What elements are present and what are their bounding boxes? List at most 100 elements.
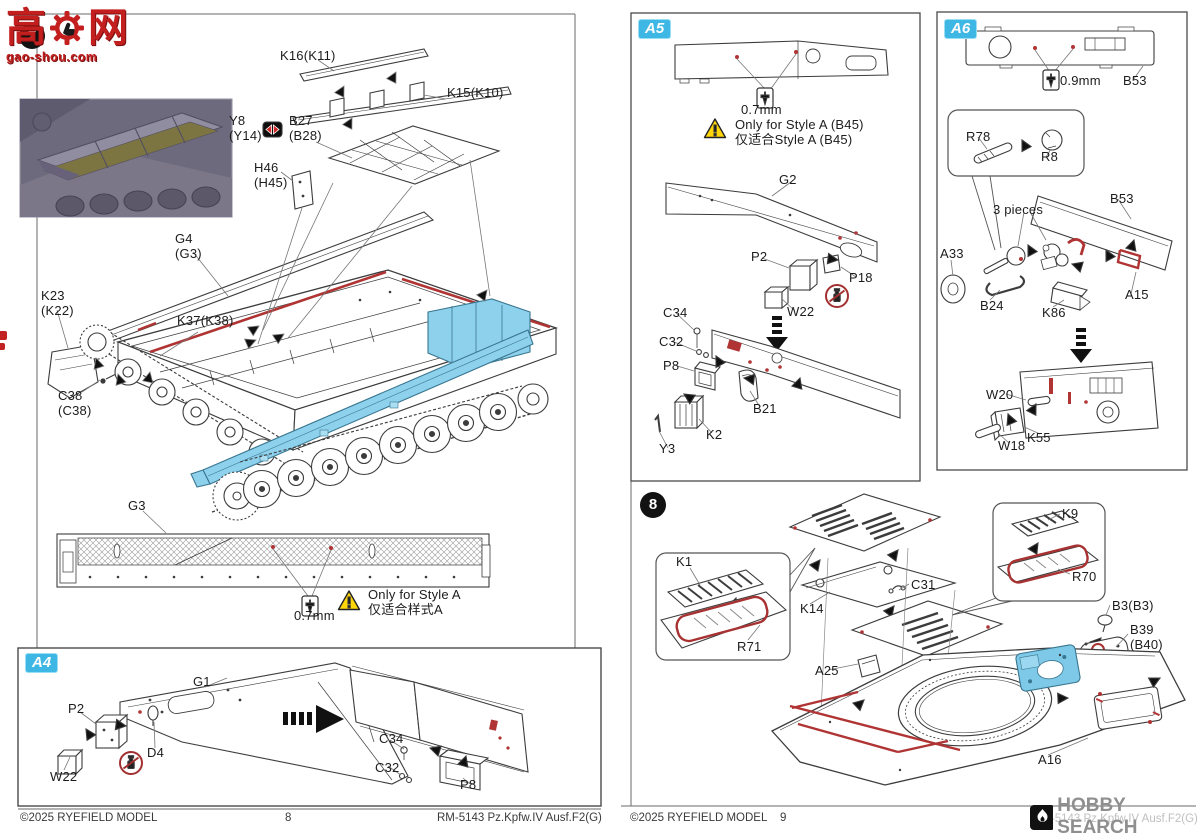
a4-assembled: [349, 665, 529, 773]
down-arrow-a5: [766, 316, 788, 351]
part-label-k1: K1: [676, 554, 693, 569]
logo-char-left: 高: [6, 6, 46, 50]
logo-char-right: 网: [88, 6, 128, 50]
part-label-c32-a4: C32: [375, 760, 400, 775]
step8-diagram: [655, 493, 1186, 786]
style-note-cn-step7: 仅适合样式A: [368, 602, 443, 617]
step8-callout-1: [655, 547, 816, 661]
part-label-k55: K55: [1027, 430, 1051, 445]
part-a16-hull: [770, 644, 1186, 786]
a6-exploded: [940, 195, 1173, 311]
part-b3: [1089, 614, 1113, 650]
part-label-r78: R78: [966, 129, 991, 144]
drill-note-a6: 0.9mm: [1060, 73, 1101, 88]
part-label-b53: B53: [1110, 191, 1134, 206]
part-label-r70: R70: [1072, 569, 1097, 584]
a6-assembled: [975, 361, 1159, 442]
part-label-k14: K14: [800, 601, 824, 616]
a5-assembled: [711, 329, 901, 419]
part-label-k9: K9: [1062, 506, 1079, 521]
part-label-b21: B21: [753, 401, 777, 416]
part-label-b53-top: B53: [1123, 73, 1147, 88]
step-7-number: 7: [19, 23, 45, 49]
part-p2: [94, 713, 129, 750]
hobby-search-watermark: HOBBY SEARCH: [1030, 795, 1200, 834]
part-label-k15: K15(K10): [447, 85, 504, 100]
part-label-a15: A15: [1125, 287, 1149, 302]
style-note-en-a5: Only for Style A (B45): [735, 117, 864, 132]
part-label-c34-a5: C34: [663, 305, 688, 320]
hobby-search-flame-icon: [1030, 804, 1054, 830]
footer-product-right: RM-5143 Pz.Kpfw.IV Ausf.F2(G): [1033, 813, 1198, 825]
part-label-p2-a4: P2: [68, 701, 85, 716]
footer-page-right: 9: [780, 812, 787, 824]
part-h46: [291, 170, 314, 210]
part-y3: [654, 413, 661, 433]
blue-highlight-part: [1015, 644, 1081, 692]
subassembly-badge-a6: A6: [944, 19, 978, 39]
part-label-k2: K2: [706, 427, 723, 442]
part-label-a33: A33: [940, 246, 964, 261]
assembly-arrows: [90, 71, 491, 389]
part-label-a16: A16: [1038, 752, 1062, 767]
warning-icon: [337, 590, 361, 611]
part-label-h46: H46 (H45): [254, 160, 288, 190]
part-g2: [665, 182, 878, 263]
part-label-g2: G2: [779, 172, 797, 187]
part-w22-a5: [763, 285, 790, 310]
drill-note-step7: 0.7mm: [294, 608, 335, 623]
part-label-w18: W18: [998, 438, 1026, 453]
right-track: [211, 383, 549, 521]
fender-highlight: [190, 298, 534, 488]
note-3-pieces: 3 pieces: [993, 202, 1044, 217]
part-p2-a5: [788, 258, 819, 292]
step7-diagram: [19, 48, 559, 617]
watermark-fragment: [0, 343, 5, 350]
a6-callout: [947, 109, 1085, 251]
part-label-c34-a4: C34: [379, 731, 404, 746]
engine-deck-top: [788, 493, 942, 573]
subassembly-badge-a5: A5: [638, 19, 672, 39]
a6-diagram: [936, 11, 1188, 471]
part-label-p18: P18: [849, 270, 873, 285]
a6-top-plate: [965, 26, 1155, 73]
part-label-a25: A25: [815, 663, 839, 678]
part-label-p8-a5: P8: [663, 358, 680, 373]
leader-lines: [56, 59, 1144, 785]
part-k14: [800, 561, 957, 608]
part-label-c31: C31: [911, 577, 936, 592]
subassembly-badge-a4: A4: [25, 653, 59, 673]
part-w22: [56, 748, 84, 776]
part-label-g4: G4 (G3): [175, 231, 202, 261]
part-c32-a5: [696, 349, 709, 358]
part-b21: [738, 369, 759, 402]
hobby-search-text: HOBBY SEARCH: [1057, 795, 1138, 834]
direction-arrow: [283, 705, 344, 733]
part-p8-a4: [438, 749, 490, 791]
part-label-k86: K86: [1042, 305, 1066, 320]
footer-copyright-left: ©2025 RYEFIELD MODEL: [20, 812, 158, 824]
gaoshou-watermark: 高 网 gao-shou.com: [6, 8, 128, 64]
drill-note-a5: 0.7mm: [741, 102, 782, 117]
inset-photo: [19, 98, 233, 218]
interchange-icon: [262, 121, 283, 138]
part-label-y3: Y3: [659, 441, 676, 456]
part-label-k23: K23 (K22): [41, 288, 74, 318]
part-label-w22-a4: W22: [50, 769, 78, 784]
rear-opening: [1093, 686, 1163, 730]
part-c34-a5: [693, 327, 701, 348]
part-label-c38: C38 (C38): [58, 388, 92, 418]
part-label-d4: D4: [147, 745, 165, 760]
part-label-b3: B3(B3): [1112, 598, 1154, 613]
no-glue-icon: [119, 751, 143, 775]
part-a25: [854, 654, 881, 699]
drill-icon-a6: [1042, 69, 1060, 91]
part-k16: [299, 48, 429, 82]
a4-diagram: [17, 647, 602, 807]
part-label-g1: G1: [193, 674, 211, 689]
part-g3: [56, 533, 491, 597]
part-p8-a5: [694, 361, 721, 391]
part-label-r71: R71: [737, 639, 762, 654]
part-b27-plate: [327, 125, 501, 185]
part-d4: [147, 705, 159, 726]
